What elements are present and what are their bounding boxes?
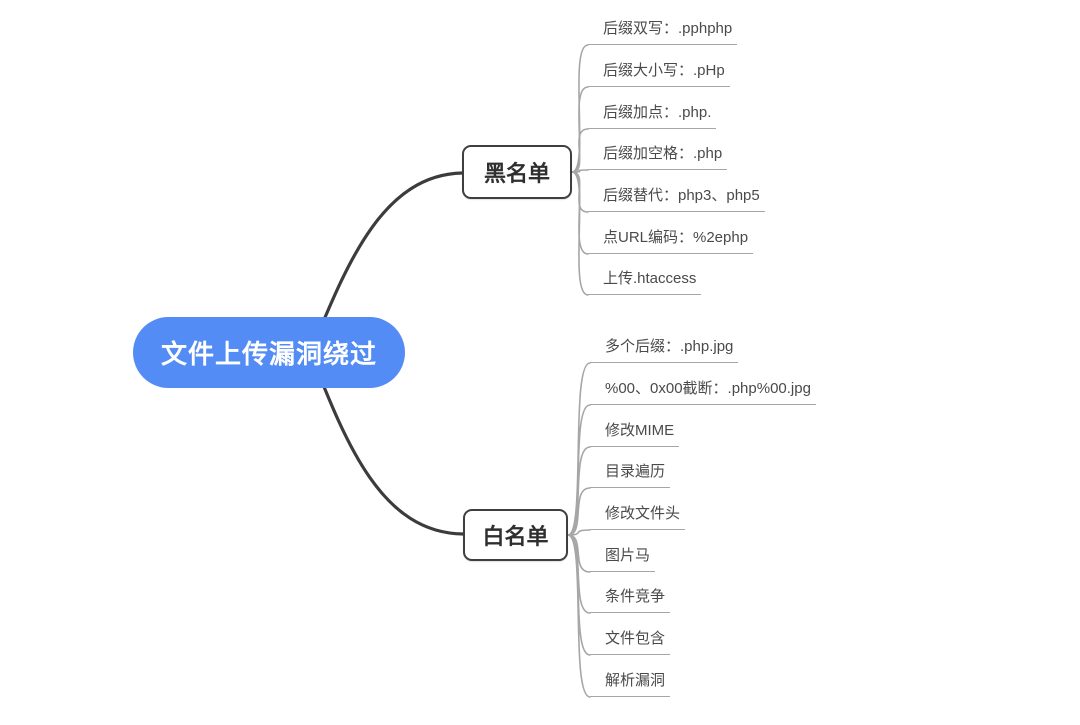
branch-topic-whitelist-label: 白名单 [482,524,549,549]
child-topic[interactable]: 解析漏洞 [590,671,671,697]
branch-topic-blacklist-label: 黑名单 [483,161,550,186]
child-connector-group [567,44,591,698]
child-topic[interactable]: 后缀大小写：.pHp [588,61,730,87]
child-topic[interactable]: 修改MIME [590,421,680,447]
child-connector-path [571,171,589,296]
child-topic[interactable]: 后缀替代：php3、php5 [588,186,765,212]
child-connector-path [567,446,591,536]
child-connector-path [567,404,591,536]
child-connector-path [567,534,591,698]
child-connector-path [571,128,589,173]
child-topic[interactable]: 文件包含 [590,629,671,655]
child-connector-path [567,487,591,536]
child-topic[interactable]: 后缀双写：.pphphp [588,19,738,45]
root-topic[interactable]: 文件上传漏洞绕过 [133,317,405,388]
child-topic[interactable]: 后缀加空格：.php [588,144,728,170]
child-topic[interactable]: %00、0x00截断：.php%00.jpg [590,379,816,405]
child-topic[interactable]: 目录遍历 [590,462,671,488]
child-topic[interactable]: 修改文件头 [590,504,686,530]
branch-topic-whitelist[interactable]: 白名单 [463,509,568,561]
child-topic[interactable]: 后缀加点：.php. [588,103,717,129]
child-topic[interactable]: 多个后缀：.php.jpg [590,337,739,363]
child-topic[interactable]: 上传.htaccess [588,269,702,295]
child-connector-path [567,534,591,573]
branch-topic-blacklist[interactable]: 黑名单 [462,145,572,199]
child-connector-path [571,86,589,173]
child-topic[interactable]: 图片马 [590,546,656,572]
child-topic[interactable]: 点URL编码：%2ephp [588,228,754,254]
child-topic[interactable]: 条件竞争 [590,587,671,613]
root-topic-label: 文件上传漏洞绕过 [160,339,377,369]
